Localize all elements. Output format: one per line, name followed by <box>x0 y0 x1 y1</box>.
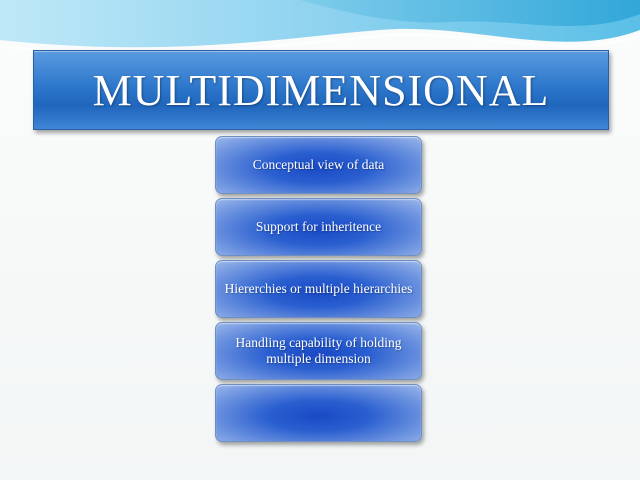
title-banner: MULTIDIMENSIONAL <box>33 50 609 130</box>
step-box-conceptual-view: Conceptual view of data <box>215 136 422 194</box>
header-wave-decoration <box>0 0 640 55</box>
step-label: Conceptual view of data <box>252 157 385 172</box>
step-box-inheritence: Support for inheritence <box>215 198 422 256</box>
step-label: Support for inheritence <box>255 219 382 234</box>
slide-title: MULTIDIMENSIONAL <box>92 65 550 115</box>
step-label: Handling capability of holding multiple … <box>235 335 402 366</box>
step-label: Hiererchies or multiple hierarchies <box>224 281 413 296</box>
step-box-multiple-dimension: Handling capability of holding multiple … <box>215 322 422 380</box>
step-box-empty <box>215 384 422 442</box>
step-box-hierarchies: Hiererchies or multiple hierarchies <box>215 260 422 318</box>
